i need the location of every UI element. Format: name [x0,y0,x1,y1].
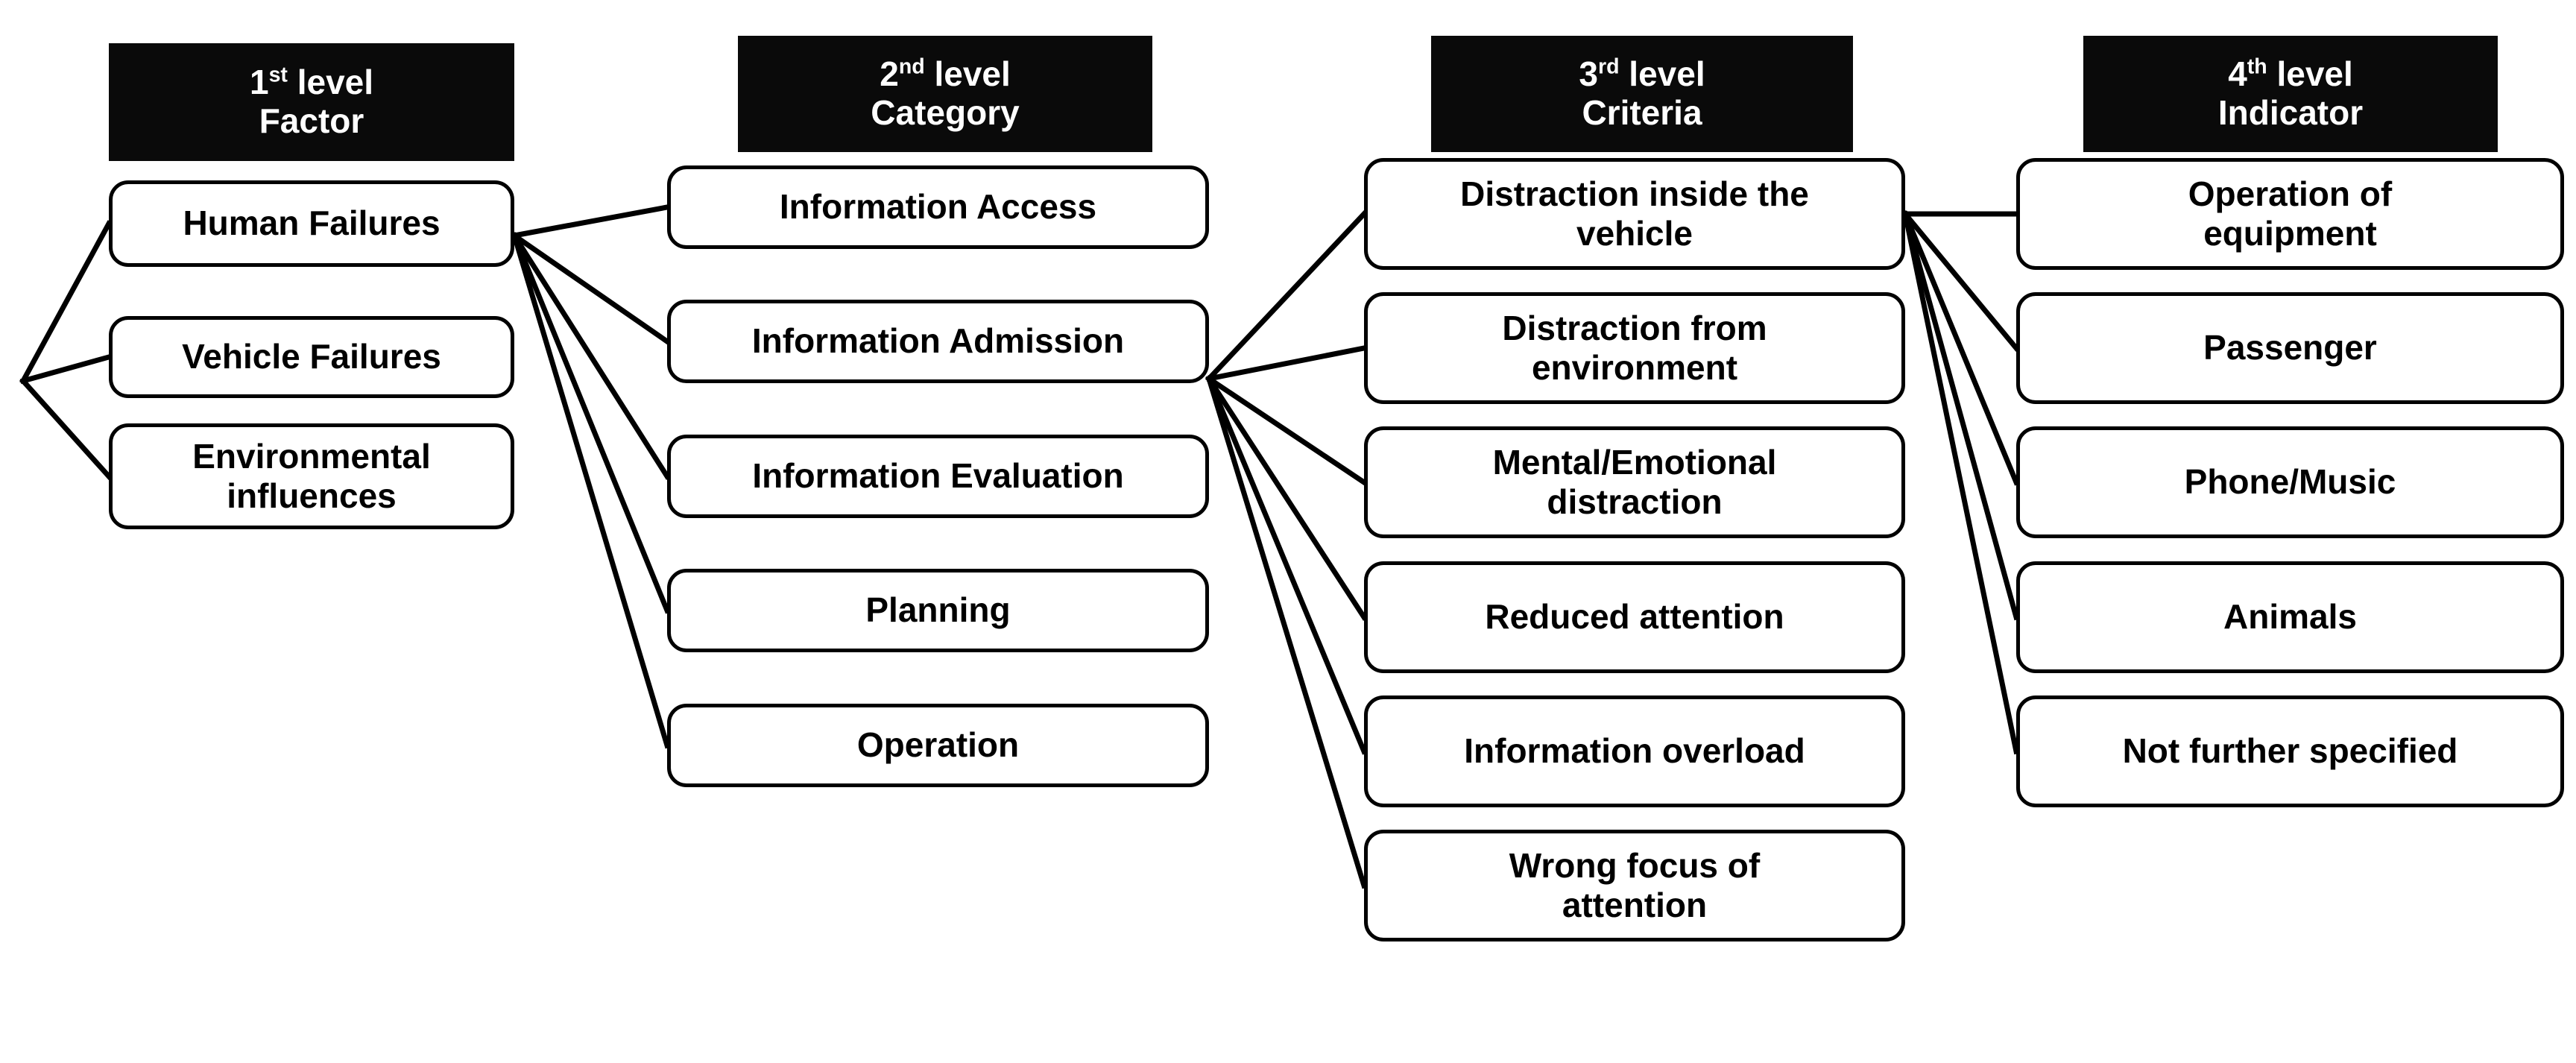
level-header-name-4: Indicator [2217,93,2364,132]
node-label-operation: Operation [857,725,1019,765]
node-label-vehicle-failures: Vehicle Failures [182,337,441,376]
node-passenger[interactable]: Passenger [2016,292,2564,404]
level-header-ordinal-2: 2nd level [880,54,1011,94]
connector-distraction-inside-vehicle-to-phone-music [1901,210,2020,486]
node-operation[interactable]: Operation [667,704,1209,787]
connector-distraction-inside-vehicle-to-not-further-specified [1901,210,2020,755]
node-label-line: Operation [856,725,1020,765]
node-label-line: Information Access [779,187,1097,227]
node-label-animals: Animals [2223,597,2357,637]
level-header-suffix-2: nd [898,55,925,80]
node-label-information-access: Information Access [780,187,1096,227]
node-label-line: Mental/Emotional [1492,442,1777,482]
connector-information-admission-to-information-overload [1205,375,1368,755]
connector-information-admission-to-wrong-focus-of-attention [1205,375,1368,889]
connector-information-admission-to-distraction-from-environment [1205,344,1368,382]
connector-human-failures-to-information-admission [511,232,671,345]
node-information-evaluation[interactable]: Information Evaluation [667,435,1209,518]
node-planning[interactable]: Planning [667,569,1209,652]
level-header-ordinal-1: 1st level [249,63,374,102]
node-label-line: equipment [2203,214,2377,253]
node-label-information-admission: Information Admission [752,321,1124,361]
node-label-line: Human Failures [183,204,441,243]
connector-distraction-inside-vehicle-to-animals [1901,210,2020,621]
node-information-admission[interactable]: Information Admission [667,300,1209,383]
level-header-name-2: Category [871,93,1020,132]
node-label-line: Planning [865,590,1011,630]
node-label-line: Information Admission [751,321,1125,361]
node-label-line: Passenger [2203,328,2377,368]
node-label-passenger: Passenger [2203,328,2377,368]
node-label-line: Vehicle Failures [182,337,441,376]
node-animals[interactable]: Animals [2016,561,2564,673]
node-label-information-overload: Information overload [1464,731,1805,771]
node-label-line: influences [227,476,397,515]
node-label-phone-music: Phone/Music [2185,462,2396,502]
node-label-line: Distraction from [1502,308,1767,347]
connector-root-to-factor-0 [19,220,113,385]
connector-human-failures-to-operation [511,232,671,749]
node-vehicle-failures[interactable]: Vehicle Failures [109,316,514,398]
level-header-ordinal-3: 3rd level [1579,54,1705,94]
connector-human-failures-to-information-evaluation [511,232,671,480]
node-label-line: Reduced attention [1485,597,1784,637]
node-label-not-further-specified: Not further specified [2123,731,2458,771]
node-human-failures[interactable]: Human Failures [109,180,514,267]
connector-information-admission-to-distraction-inside-vehicle [1205,210,1368,382]
node-label-line: Not further specified [2122,731,2458,771]
node-label-line: Phone/Music [2184,462,2396,502]
node-label-line: Wrong focus of [1509,845,1761,885]
node-information-access[interactable]: Information Access [667,165,1209,249]
connector-information-admission-to-mental-emotional-distraction [1205,375,1368,486]
node-label-planning: Planning [865,590,1010,630]
connector-information-admission-to-reduced-attention [1205,375,1368,621]
level-header-name-1: Factor [259,101,364,140]
node-label-line: Environmental [192,436,431,476]
node-label-line: Animals [2223,597,2357,637]
level-header-suffix-4: th [2247,55,2267,80]
node-label-reduced-attention: Reduced attention [1485,597,1784,637]
connector-human-failures-to-planning [511,232,671,614]
level-header-suffix-3: rd [1597,55,1620,80]
connector-distraction-inside-vehicle-to-passenger [1901,210,2020,352]
node-label-line: attention [1562,886,1708,924]
level-header-suffix-1: st [268,63,288,88]
node-label-line: distraction [1547,482,1723,521]
level-header-name-3: Criteria [1582,93,1702,132]
node-label-line: Information overload [1464,731,1805,771]
connector-root-to-factor-1 [19,353,113,385]
node-label-information-evaluation: Information Evaluation [752,456,1123,496]
node-not-further-specified[interactable]: Not further specified [2016,695,2564,807]
node-label-line: Distraction inside the [1460,174,1809,213]
node-label-line: Information Evaluation [752,456,1124,496]
node-phone-music[interactable]: Phone/Music [2016,426,2564,538]
connector-root-to-factor-2 [19,377,113,480]
node-information-overload[interactable]: Information overload [1364,695,1905,807]
connector-human-failures-to-information-access [511,204,671,239]
node-reduced-attention[interactable]: Reduced attention [1364,561,1905,673]
node-label-line: vehicle [1576,214,1693,253]
node-label-line: environment [1531,348,1738,387]
node-label-human-failures: Human Failures [183,204,440,243]
node-label-line: Operation of [2188,174,2393,213]
level-header-ordinal-4: 4th level [2228,54,2353,94]
